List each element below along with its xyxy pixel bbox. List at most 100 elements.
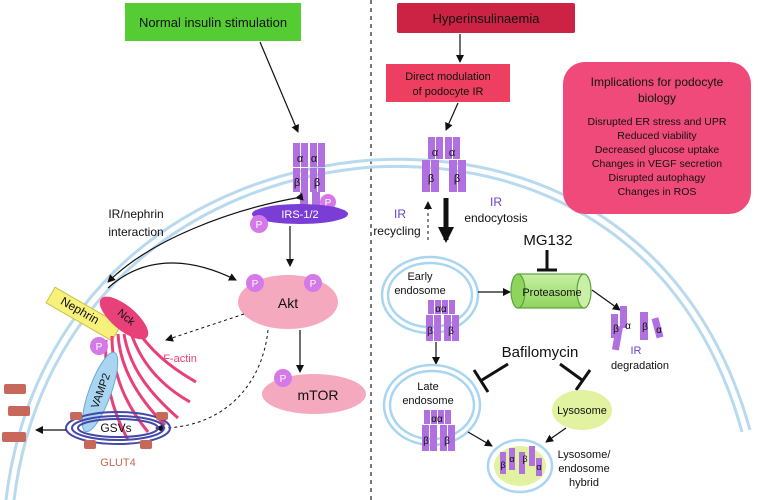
phospho-mtor (274, 369, 292, 387)
direct-mod-line2: of podocyte IR (413, 86, 484, 98)
late-endosome-label-2: endosome (402, 395, 453, 407)
ir-endocytosis-label-2: endocytosis (464, 211, 527, 225)
nck (99, 296, 149, 340)
cell-membrane-inner (12, 164, 744, 500)
phospho-irs-label: P (256, 220, 263, 231)
phospho-receptor-label: P (325, 198, 332, 209)
early-endosome-label-2: endosome (394, 285, 445, 297)
normal-insulin-box (125, 3, 301, 41)
vamp2 (81, 351, 119, 433)
irs-label: IRS-1/2 (281, 209, 318, 221)
ir-deg-beta-2: β (642, 322, 648, 333)
ir-hybrid-beta-2: β (522, 454, 527, 464)
phospho-akt-1 (246, 274, 264, 292)
ir-early-beta-1: β (427, 326, 433, 337)
implication-item-4: Changes in VEGF secretion (592, 158, 722, 170)
arrow-late-to-hybrid (467, 431, 493, 447)
ir-early-endosome (426, 300, 459, 341)
ir-degraded-fragments (611, 306, 664, 351)
ir-left-beta-2: β (314, 177, 320, 189)
bafilomycin-inhibit-late (481, 362, 509, 382)
implication-item-5: Disrupted autophagy (609, 172, 707, 184)
dashed-arrow-akt-to-gsv (155, 329, 269, 433)
ir-right-alpha-2: α (449, 147, 456, 159)
implications-box (563, 62, 751, 214)
ir-recycling-label-2: recycling (373, 224, 420, 238)
ir-degradation-label-2: degradation (611, 360, 669, 372)
ir-hybrid-alpha-1: α (509, 454, 514, 464)
phospho-nephrin (90, 337, 108, 355)
ir-deg-alpha-2: α (656, 325, 662, 336)
phospho-nephrin-label: P (96, 342, 103, 353)
ir-late-alpha: αα (431, 414, 443, 425)
gsv-vesicles (65, 411, 171, 445)
ir-deg-alpha-1: α (625, 321, 631, 332)
bafilomycin-inhibit-lysosome (559, 362, 583, 382)
ir-hybrid-fragments (500, 446, 542, 476)
implication-item-2: Reduced viability (617, 130, 697, 142)
implication-item-1: Disrupted ER stress and UPR (588, 116, 727, 128)
implication-item-6: Changes in ROS (618, 186, 697, 198)
phospho-akt-2 (304, 274, 322, 292)
arrow-ir-nephrin-interaction (107, 192, 304, 283)
arrow-direct-to-ir (445, 102, 459, 131)
phospho-akt-1-label: P (252, 279, 259, 290)
direct-mod-line1: Direct modulation (405, 71, 491, 83)
ir-left-beta-1: β (294, 177, 300, 189)
arrow-insulin-to-ir (259, 41, 299, 133)
lysosome-label: Lysosome (557, 405, 607, 417)
glut4-label: GLUT4 (100, 457, 135, 469)
implication-item-3: Decreased glucose uptake (595, 144, 719, 156)
direct-modulation-box (386, 64, 510, 102)
ir-early-alpha: αα (435, 304, 447, 315)
glut4-on-gsv (70, 412, 168, 449)
implications-title-2: biology (638, 91, 676, 105)
akt-label: Akt (278, 295, 298, 311)
proteasome (510, 273, 592, 309)
ir-right-beta-1: β (428, 173, 434, 185)
arrow-nephrin-to-akt (107, 262, 237, 289)
dashed-arrow-akt-to-factin (165, 313, 245, 342)
ir-late-beta-1: β (423, 436, 429, 447)
hybrid-label-3: hybrid (569, 477, 599, 489)
nephrin (45, 286, 122, 342)
implications-title-1: Implications for podocyte (591, 75, 724, 89)
ir-degradation-label-1: IR (631, 345, 642, 357)
ir-endocytosis-label-1: IR (490, 195, 502, 209)
cell-membrane-outer (4, 157, 752, 500)
ir-hybrid-alpha-2: α (536, 462, 541, 472)
hyperinsulinaemia-box (397, 3, 575, 33)
phospho-akt-2-label: P (310, 279, 317, 290)
bafilomycin-inhibit-lysosome-bar (574, 369, 592, 391)
ir-left-alpha-2: α (311, 153, 318, 165)
factin-label: F-actin (163, 353, 197, 365)
late-endosome-label-1: Late (417, 381, 438, 393)
ir-late-endosome (422, 410, 455, 451)
hyperinsulinaemia-title: Hyperinsulinaemia (433, 11, 541, 26)
insulin-receptor-right (422, 137, 466, 192)
arrow-lysosome-to-hybrid (545, 427, 567, 443)
mg132-label: MG132 (523, 232, 572, 249)
bafilomycin-label: Bafilomycin (502, 344, 579, 361)
arrow-proteasome-to-degradation (591, 289, 621, 311)
hybrid-label-1: Lysosome/ (558, 449, 612, 461)
insulin-receptor-left (293, 143, 325, 206)
ir-right-beta-2: β (454, 173, 460, 185)
glut4-membrane (2, 384, 30, 442)
early-endosome-label-1: Early (407, 271, 433, 283)
hybrid-label-2: endosome (558, 463, 609, 475)
interaction-label-1: IR/nephrin (108, 207, 163, 221)
ir-hybrid-beta-1: β (500, 460, 505, 470)
interaction-label-2: interaction (108, 225, 163, 239)
ir-left-alpha-1: α (297, 153, 304, 165)
ir-recycling-label-1: IR (394, 207, 406, 221)
ir-early-beta-2: β (448, 326, 454, 337)
phospho-mtor-label: P (280, 374, 287, 385)
mtor-label: mTOR (298, 387, 339, 403)
ir-deg-beta-1: β (613, 324, 619, 335)
ir-late-beta-2: β (444, 436, 450, 447)
bafilomycin-inhibit-late-bar (472, 369, 490, 393)
lysosome (552, 390, 612, 430)
gsv-label: GSVs (100, 421, 131, 435)
